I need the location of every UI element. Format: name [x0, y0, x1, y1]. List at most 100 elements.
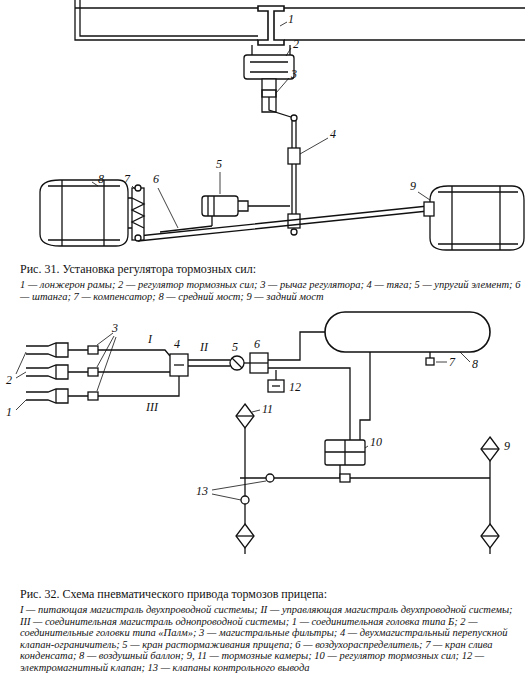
elastic-element: [208, 196, 290, 216]
coupling-heads: [26, 343, 68, 403]
leader-lines: [16, 333, 470, 500]
brake-force-regulator: [244, 55, 294, 79]
tie-rod: [292, 121, 296, 148]
control-valves: [266, 474, 274, 482]
brake-chambers: [236, 404, 254, 434]
compensator: [135, 235, 141, 241]
control-valves: [241, 496, 249, 504]
figure-caption: Рис. 32. Схема пневматического привода т…: [20, 588, 327, 600]
brake-chambers: [236, 524, 254, 554]
callout-number: 6: [254, 338, 260, 350]
frame-beam: [75, 0, 525, 40]
line-filters: [88, 346, 98, 354]
callout-number: 3: [291, 68, 297, 80]
callout-number: 9: [410, 180, 416, 192]
leader-lines: [212, 481, 266, 500]
callout-number: 7: [124, 173, 130, 185]
pipe-lines: [489, 467, 490, 524]
pipe-lines: [68, 376, 179, 396]
pipe-lines: [240, 477, 490, 478]
bar: [160, 226, 212, 232]
leader-lines: [436, 362, 447, 363]
valve-units: [250, 362, 268, 363]
valve-units: [170, 354, 188, 376]
regulator-lever: [269, 97, 294, 118]
brake-chambers: [236, 404, 499, 554]
callout-number: 4: [330, 128, 336, 140]
valve-units: [174, 364, 184, 365]
regulator-10: [325, 440, 365, 482]
callout-number: 9: [504, 440, 510, 452]
valve-units: [250, 353, 268, 373]
pipe-lines: [275, 370, 276, 380]
regulator-lever: [262, 90, 276, 112]
brake-force-regulator: [262, 79, 276, 97]
coupling-heads: [26, 389, 68, 403]
valve-units: [170, 353, 284, 392]
callout-number: 12: [289, 381, 301, 393]
leader-lines: [158, 188, 178, 228]
caption-key: 1 — лонжерон рамы; 2 — регулятор тормозн…: [20, 279, 525, 302]
compensator: [132, 188, 144, 240]
figure-caption: Рис. 31. Установка регулятора тормозных …: [20, 263, 256, 275]
pipe-lines: [268, 368, 350, 440]
air-reservoir: [325, 312, 490, 352]
leader-lines: [300, 138, 328, 154]
line-filters: [88, 368, 98, 376]
compensator: [132, 198, 144, 228]
callout-number: 11: [262, 403, 273, 415]
callout-number: 13: [196, 485, 208, 497]
tie-rod: [288, 121, 300, 235]
callout-number: 3: [112, 322, 118, 334]
leader-lines: [16, 400, 26, 410]
line-filters: [88, 346, 98, 400]
brake-chambers: [481, 524, 499, 554]
air-reservoir: [325, 312, 490, 365]
compensator: [132, 185, 144, 241]
pipe-lines: [68, 332, 490, 524]
regulator-lever: [291, 115, 297, 121]
brake-force-regulator: [244, 45, 294, 97]
valve-units: [272, 385, 280, 386]
regulator-lever: [262, 90, 297, 121]
leader-lines: [365, 446, 368, 448]
line-numeral: II: [200, 341, 208, 353]
callout-number: 8: [98, 173, 104, 185]
air-reservoir: [426, 358, 434, 365]
caption-key: I — питающая магистраль двухпроводной си…: [20, 604, 525, 674]
elastic-element: [211, 216, 212, 226]
pipe-lines: [244, 362, 250, 363]
valve-units: [230, 356, 244, 370]
rear-axle: [424, 186, 524, 250]
callout-number: 8: [472, 358, 478, 370]
bar: [138, 206, 428, 241]
leader-lines: [460, 352, 470, 362]
callout-number: 1: [6, 406, 12, 418]
leader-lines: [418, 192, 430, 200]
pipe-lines: [244, 434, 245, 524]
callout-number: 5: [232, 341, 238, 353]
leader-lines: [132, 186, 136, 190]
regulator-10: [340, 474, 350, 482]
pipe-lines: [68, 350, 170, 356]
leader-lines: [92, 22, 430, 228]
coupling-heads: [26, 343, 68, 357]
control-valves: [241, 474, 274, 504]
pipe-lines: [268, 332, 325, 360]
valve-units: [232, 358, 242, 368]
line-numeral: I: [148, 333, 152, 345]
brake-force-regulator: [252, 45, 290, 55]
line-filters: [88, 392, 98, 400]
brake-chambers: [481, 437, 499, 467]
tie-rod: [291, 229, 297, 235]
pipe-lines: [360, 352, 370, 440]
callout-number: 4: [174, 338, 180, 350]
leader-lines: [16, 352, 26, 378]
leader-lines: [97, 333, 116, 391]
leader-lines: [276, 78, 289, 93]
callout-number: 2: [293, 38, 299, 50]
middle-axle: [48, 180, 120, 246]
line-numeral: III: [146, 401, 158, 413]
rear-axle: [438, 186, 518, 250]
